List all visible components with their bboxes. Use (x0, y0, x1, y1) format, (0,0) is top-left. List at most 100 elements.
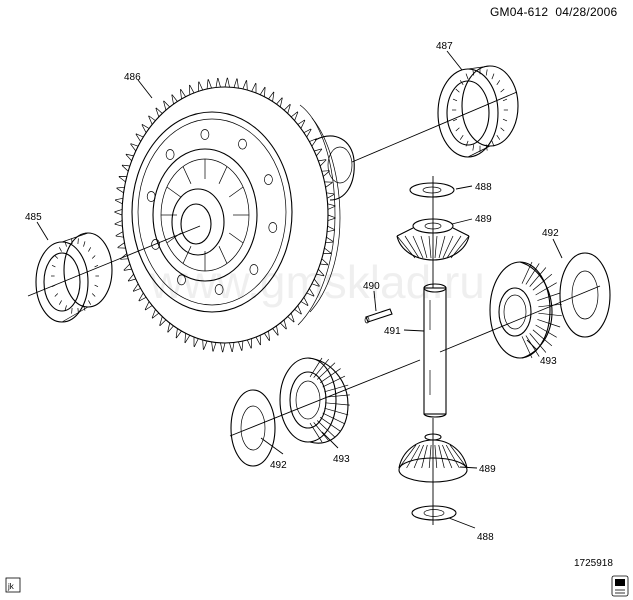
ring-gear-tooth (229, 342, 235, 353)
side-gear-tooth (325, 402, 350, 406)
bolt-hole (165, 149, 175, 160)
side-gear-tooth (324, 407, 349, 416)
side-gear-tooth (535, 324, 557, 338)
side-gear-tooth (532, 273, 553, 291)
ring-gear-tooth (159, 316, 167, 327)
side-gear-tooth (316, 362, 336, 380)
ring-gear-tooth (321, 170, 330, 177)
ring-gear-tooth (283, 103, 291, 114)
side-gear-tooth (316, 420, 336, 438)
ring-gear-tooth (193, 337, 199, 348)
pinion-tooth (412, 235, 424, 259)
label-489-top: 489 (475, 214, 492, 225)
lock-pin-490 (364, 308, 393, 324)
bearing-roller (71, 238, 73, 245)
label-491: 491 (384, 326, 401, 337)
ring-gear-tooth (276, 97, 283, 108)
corner-tag: jk (7, 582, 15, 591)
corner-tag-box (5, 577, 21, 593)
bearing-roller (465, 73, 469, 80)
bearing-485 (35, 232, 113, 323)
ring-gear-tooth (303, 128, 312, 138)
ring-gear-tooth (123, 263, 132, 271)
ring-gear-tooth (268, 91, 275, 102)
bearing-roller (64, 305, 67, 311)
ring-gear-tooth (138, 292, 147, 302)
ring-gear-tooth (272, 325, 279, 336)
case-rear-hub (314, 135, 355, 201)
ring-gear-tooth (171, 94, 178, 105)
side-gear-tooth (313, 422, 329, 442)
case-rib (182, 246, 192, 264)
publisher-icon (611, 575, 629, 597)
watermark-text: www.gmsklad.ru (149, 256, 485, 308)
pinion-tooth (442, 235, 454, 259)
bearing-roller (51, 264, 56, 268)
figure-id: 1725918 (574, 558, 613, 569)
ring-gear-tooth (115, 197, 123, 205)
ring-gear-tooth (144, 301, 153, 311)
bearing-roller (77, 307, 79, 314)
bearing-roller (472, 69, 475, 76)
bearing-roller (54, 293, 59, 297)
pinion-tooth (428, 235, 432, 259)
bearing-roller (459, 80, 464, 85)
pinion-gear-489-top (396, 218, 470, 261)
pinion-tooth (450, 235, 470, 259)
side-gear-tooth (309, 422, 323, 443)
ring-gear-tooth (294, 305, 302, 315)
pinion-tooth (438, 235, 446, 259)
side-gear-tooth (322, 412, 346, 425)
side-gear-tooth (521, 336, 533, 359)
ring-gear-tooth (197, 81, 204, 92)
side-gear-tooth (309, 357, 323, 378)
label-487: 487 (436, 41, 453, 52)
bearing-roller (83, 305, 86, 311)
bearing-roller (71, 307, 73, 314)
bearing-roller (500, 127, 505, 132)
ring-gear-tooth (238, 341, 244, 351)
bolt-hole (214, 284, 224, 295)
side-gear-tooth (322, 375, 346, 388)
case-rib (166, 186, 182, 198)
side-gear-tooth (525, 263, 540, 285)
ring-gear-tooth (120, 253, 129, 260)
bearing-roller (64, 241, 67, 247)
ring-gear-tooth (327, 203, 336, 210)
bearing-roller (54, 255, 59, 259)
pinion-tooth (442, 444, 453, 469)
bearing-roller (88, 247, 92, 252)
label-485: 485 (25, 212, 42, 223)
side-gear-tooth (521, 261, 533, 284)
bearing-roller (91, 255, 96, 259)
diagram-header: GM04-612 04/28/2006 (490, 5, 617, 19)
label-493-left: 493 (333, 454, 350, 465)
ring-gear-tooth (167, 322, 174, 333)
bearing-roller (485, 69, 488, 76)
ring-gear-tooth (155, 107, 163, 118)
pinion-shaft-491 (423, 283, 447, 418)
bolt-hole (177, 274, 186, 286)
bearing-roller (77, 238, 79, 245)
side-gear-tooth (537, 319, 561, 328)
ring-gear-assembly (114, 77, 355, 353)
side-gear-tooth (537, 292, 561, 301)
bearing-roller (58, 247, 62, 252)
bearing-roller (455, 127, 460, 132)
ring-gear-tooth (135, 133, 144, 142)
label-492-right: 492 (542, 228, 559, 239)
bearing-roller (455, 88, 460, 93)
bolt-hole (200, 129, 210, 140)
case-rib (218, 246, 228, 264)
side-gear-tooth (535, 282, 557, 296)
bearing-roller (491, 73, 495, 80)
bearing-roller (83, 241, 86, 247)
bearing-roller (94, 264, 99, 268)
pinion-tooth (445, 444, 460, 469)
bolt-hole (264, 174, 273, 185)
bolt-hole (249, 264, 259, 275)
pinion-tooth (404, 235, 420, 259)
bolt-hole (151, 239, 160, 250)
side-gear-left-teeth (309, 357, 350, 443)
ring-gear-tooth (141, 124, 150, 133)
